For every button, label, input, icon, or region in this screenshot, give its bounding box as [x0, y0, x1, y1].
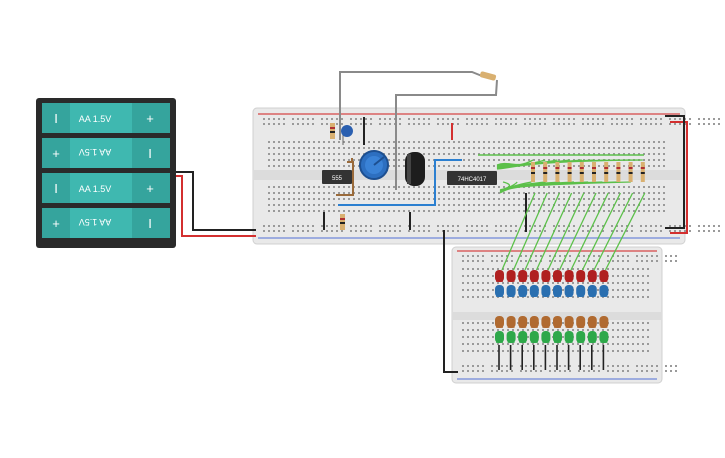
led-green-2[interactable]	[506, 331, 516, 343]
led-red-3[interactable]	[518, 270, 528, 282]
led-orange-3[interactable]	[518, 316, 528, 328]
led-resistor-4[interactable]	[567, 162, 572, 182]
cell-left-symbol: I	[54, 111, 58, 126]
led-blue-6[interactable]	[553, 285, 562, 297]
led-resistor-9[interactable]	[628, 162, 633, 182]
led-red-2[interactable]	[506, 270, 516, 282]
resistor-1[interactable]	[330, 123, 335, 139]
green-fan-wires	[496, 159, 646, 271]
led-green-7[interactable]	[564, 331, 574, 343]
wire-black-rail-right	[665, 115, 685, 229]
led-green-10[interactable]	[599, 331, 609, 343]
led-orange-4[interactable]	[529, 316, 539, 328]
potentiometer[interactable]	[359, 150, 389, 180]
led-red-9[interactable]	[587, 270, 597, 282]
led-blue-4[interactable]	[529, 285, 539, 297]
cell-left-symbol: +	[52, 216, 60, 231]
led-green-6[interactable]	[553, 331, 562, 343]
battery-cell-2[interactable]: + I AA 1.5V	[42, 138, 170, 168]
led-resistor-10[interactable]	[640, 162, 645, 182]
leds[interactable]	[495, 270, 609, 370]
cell-right-symbol: +	[146, 181, 154, 196]
led-red-1[interactable]	[495, 270, 504, 282]
led-green-3[interactable]	[518, 331, 528, 343]
led-blue-7[interactable]	[564, 285, 574, 297]
wires	[176, 71, 688, 373]
resistor-2[interactable]	[340, 214, 345, 230]
led-resistors[interactable]	[531, 162, 645, 182]
led-green-5[interactable]	[541, 331, 551, 343]
led-green-9[interactable]	[587, 331, 597, 343]
led-resistor-1[interactable]	[531, 162, 535, 182]
led-orange-10[interactable]	[599, 316, 609, 328]
led-blue-5[interactable]	[541, 285, 551, 297]
timer-ic-label: 555	[332, 176, 343, 182]
led-blue-10[interactable]	[599, 285, 609, 297]
led-orange-8[interactable]	[576, 316, 586, 328]
led-red-10[interactable]	[599, 270, 609, 282]
led-green-8[interactable]	[576, 331, 586, 343]
wire-red-battery	[176, 175, 256, 237]
counter-ic-label: 74HC4017	[458, 177, 487, 183]
led-resistor-8[interactable]	[616, 162, 621, 182]
wire-gray-1	[339, 71, 483, 140]
led-red-7[interactable]	[564, 270, 574, 282]
counter-ic[interactable]: 74HC4017	[447, 171, 497, 185]
cell-label: AA 1.5V	[79, 217, 112, 227]
led-orange-5[interactable]	[541, 316, 551, 328]
battery-cell-3[interactable]: I + AA 1.5V	[42, 173, 170, 203]
led-green-1[interactable]	[495, 331, 504, 343]
battery-pack[interactable]: I + AA 1.5V + I AA 1.5V I + AA 1.5V + I AA 1.5V	[36, 98, 176, 248]
cell-left-symbol: I	[54, 181, 58, 196]
led-red-4[interactable]	[529, 270, 539, 282]
timer-ic[interactable]: 555	[322, 170, 352, 184]
led-orange-7[interactable]	[564, 316, 574, 328]
led-red-8[interactable]	[576, 270, 586, 282]
led-orange-6[interactable]	[553, 316, 562, 328]
wire-black-to-led-board	[443, 230, 458, 373]
led-blue-8[interactable]	[576, 285, 586, 297]
wire-gray-2	[395, 79, 498, 190]
cell-label: AA 1.5V	[79, 147, 112, 157]
electrolytic-capacitor[interactable]	[405, 152, 425, 186]
led-orange-2[interactable]	[506, 316, 516, 328]
led-blue-9[interactable]	[587, 285, 597, 297]
led-blue-1[interactable]	[495, 285, 504, 297]
led-blue-3[interactable]	[518, 285, 528, 297]
ceramic-capacitor[interactable]	[341, 125, 353, 145]
resistor-top[interactable]	[479, 71, 497, 81]
cell-label: AA 1.5V	[79, 184, 112, 194]
cell-right-symbol: +	[146, 111, 154, 126]
cell-right-symbol: I	[148, 216, 152, 231]
battery-cell-4[interactable]: + I AA 1.5V	[42, 208, 170, 238]
cell-label: AA 1.5V	[79, 114, 112, 124]
wire-blue	[338, 159, 462, 206]
battery-cell-1[interactable]: I + AA 1.5V	[42, 103, 170, 133]
led-resistor-5[interactable]	[579, 162, 584, 182]
wire-brown	[336, 158, 354, 196]
led-resistor-6[interactable]	[592, 162, 596, 182]
led-resistor-7[interactable]	[604, 162, 609, 182]
wire-red-rail-right	[670, 121, 688, 234]
led-red-6[interactable]	[553, 270, 562, 282]
led-resistor-3[interactable]	[555, 162, 560, 182]
led-red-5[interactable]	[541, 270, 551, 282]
led-resistor-2[interactable]	[543, 162, 548, 182]
led-orange-9[interactable]	[587, 316, 597, 328]
led-green-4[interactable]	[529, 331, 539, 343]
cell-left-symbol: +	[52, 146, 60, 161]
cell-right-symbol: I	[148, 146, 152, 161]
led-blue-2[interactable]	[506, 285, 516, 297]
wire-black-battery	[176, 171, 256, 231]
led-orange-1[interactable]	[495, 316, 504, 328]
